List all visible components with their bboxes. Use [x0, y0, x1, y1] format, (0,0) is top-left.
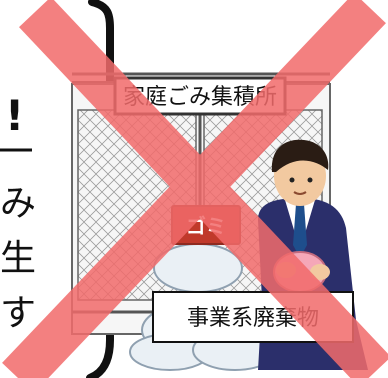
mi-fragment: み [0, 183, 36, 224]
exclaim-fragment: ! [5, 91, 24, 140]
ikiru-fragment: 生 [0, 238, 36, 279]
su-fragment: す [0, 293, 36, 334]
left-text-fragments: ! み 生 す [0, 91, 36, 334]
